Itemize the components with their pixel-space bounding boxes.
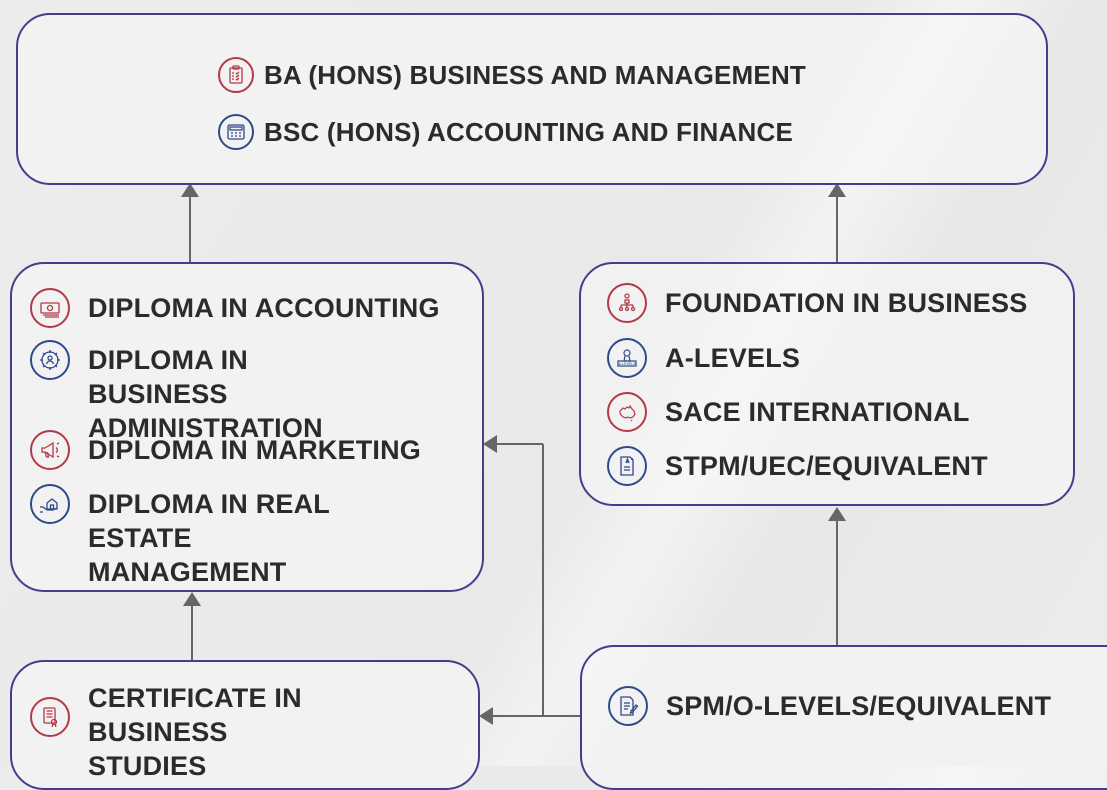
diploma-item-real-estate: DIPLOMA IN REAL ESTATE MANAGEMENT [30,484,390,589]
hand-house-icon [30,484,70,524]
diplomas-box: DIPLOMA IN ACCOUNTING DIPLOMA IN BUSINES… [10,262,484,592]
arrow-up-to-diplomas [183,592,201,606]
certificate-item: CERTIFICATE IN BUSINESS STUDIES [30,681,330,783]
diploma-item-business-admin: DIPLOMA IN BUSINESS ADMINISTRATION [30,340,360,445]
degree-item-ba: BA (HONS) BUSINESS AND MANAGEMENT [218,57,807,93]
arrow-up-to-foundation [828,507,846,521]
arrow-up-to-degrees-left [181,183,199,197]
foundation-item-business: FOUNDATION IN BUSINESS [607,283,1028,323]
foundation-label: STPM/UEC/EQUIVALENT [665,451,988,481]
diploma-item-marketing: DIPLOMA IN MARKETING [30,430,421,470]
entry-item: SPM/O-LEVELS/EQUIVALENT [608,686,1052,726]
certificate-label: CERTIFICATE IN BUSINESS STUDIES [88,683,302,781]
foundation-label: A-LEVELS [665,343,801,373]
banknote-icon [30,288,70,328]
degree-label: BSC (HONS) ACCOUNTING AND FINANCE [264,117,793,147]
foundation-item-stpm: STPM/UEC/EQUIVALENT [607,446,988,486]
org-chart-icon [607,283,647,323]
diploma-label: DIPLOMA IN BUSINESS ADMINISTRATION [88,345,323,443]
diploma-label: DIPLOMA IN ACCOUNTING [88,293,440,323]
degrees-box: BA (HONS) BUSINESS AND MANAGEMENT BSC (H… [16,13,1048,185]
a-levels-badge-icon: A-LEVELS [607,338,647,378]
calculator-icon [218,114,254,150]
foundation-box: FOUNDATION IN BUSINESS A-LEVELS A-LEVELS… [579,262,1075,506]
certificate-icon [30,697,70,737]
degree-item-bsc: BSC (HONS) ACCOUNTING AND FINANCE [218,114,793,150]
entry-label: SPM/O-LEVELS/EQUIVALENT [666,691,1052,721]
foundation-item-sace: SACE INTERNATIONAL [607,392,970,432]
degree-label: BA (HONS) BUSINESS AND MANAGEMENT [264,60,807,90]
diploma-label: DIPLOMA IN REAL ESTATE MANAGEMENT [88,489,330,587]
clipboard-checklist-icon [218,57,254,93]
foundation-label: SACE INTERNATIONAL [665,397,970,427]
foundation-label: FOUNDATION IN BUSINESS [665,288,1028,318]
diploma-label: DIPLOMA IN MARKETING [88,435,421,465]
entry-box: SPM/O-LEVELS/EQUIVALENT [580,645,1107,790]
australia-map-icon [607,392,647,432]
arrow-left-to-certificate [479,707,493,725]
megaphone-icon [30,430,70,470]
svg-text:A-LEVELS: A-LEVELS [619,362,637,366]
certificate-box: CERTIFICATE IN BUSINESS STUDIES [10,660,480,790]
arrow-left-to-diplomas [483,435,497,453]
gear-person-icon [30,340,70,380]
foundation-item-a-levels: A-LEVELS A-LEVELS [607,338,801,378]
diploma-item-accounting: DIPLOMA IN ACCOUNTING [30,288,440,328]
connector-lines [181,183,846,725]
arrow-up-to-degrees-right [828,183,846,197]
document-pen-icon [608,686,648,726]
graded-paper-icon [607,446,647,486]
